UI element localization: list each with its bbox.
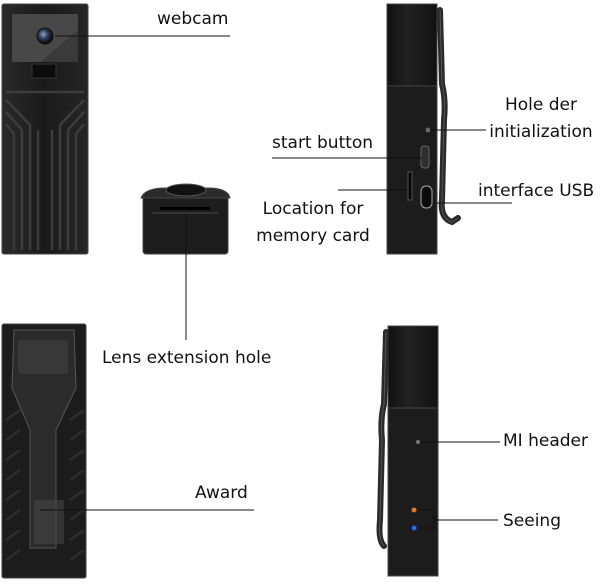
- label-hole-initialization-line2: initialization: [489, 122, 593, 143]
- led-blue-icon: [411, 525, 417, 531]
- label-lens-extension-hole: Lens extension hole: [102, 348, 272, 368]
- camera-side-view-bottom: [376, 325, 439, 577]
- led-orange-icon: [411, 507, 417, 513]
- camera-front-view: [1, 3, 89, 255]
- label-hole-initialization: Hole der initialization: [486, 92, 596, 146]
- label-hole-initialization-line1: Hole der: [504, 95, 577, 115]
- label-memory-card-line2: memory card: [256, 226, 370, 247]
- camera-back-view: [1, 323, 87, 579]
- mic-hole-icon: [416, 440, 420, 444]
- webcam-lens-icon: [36, 27, 54, 45]
- camera-side-view-top: [386, 3, 461, 255]
- leader-lines: [40, 35, 512, 529]
- label-interface-usb: interface USB: [478, 181, 595, 201]
- label-award: Award: [195, 483, 248, 503]
- label-memory-card-line1: Location for: [262, 199, 364, 219]
- label-start-button: start button: [272, 133, 374, 153]
- label-mi-header: MI header: [503, 431, 588, 451]
- label-seeing: Seeing: [503, 511, 561, 531]
- label-memory-card: Location for memory card: [250, 196, 376, 250]
- memory-slot-icon: [407, 171, 413, 201]
- start-button-icon: [420, 145, 430, 169]
- label-webcam: webcam: [157, 9, 229, 29]
- reset-hole-icon: [425, 127, 431, 133]
- usb-port-icon: [420, 185, 433, 209]
